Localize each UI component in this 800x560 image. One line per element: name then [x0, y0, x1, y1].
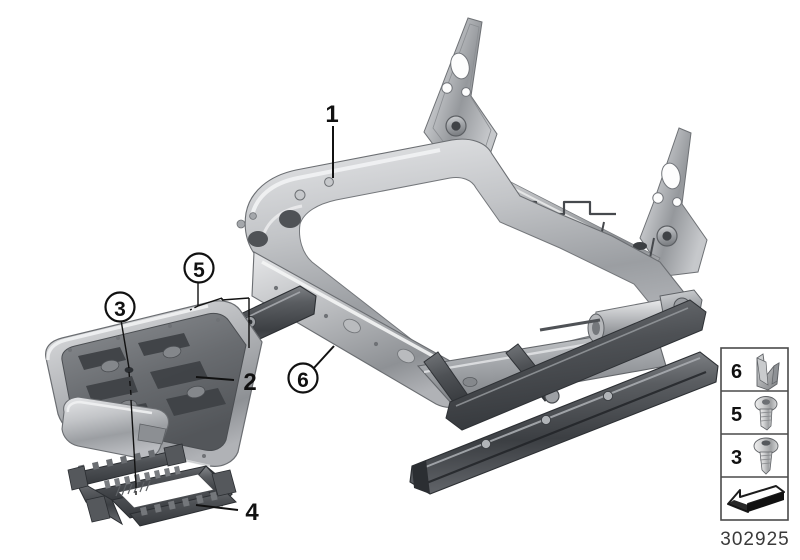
seat-mesh-frame: [67, 443, 237, 527]
callout-5-label: 5: [193, 259, 205, 282]
callout-1-label: 1: [325, 101, 338, 128]
backrest-bracket-left: [423, 17, 498, 171]
callout-2: 2: [243, 369, 256, 396]
callout-6: 6: [287, 362, 319, 394]
callout-6-label: 6: [297, 369, 309, 392]
lower-seat-rail-right: [409, 351, 719, 495]
callout-4-label: 4: [245, 499, 259, 526]
legend-row-screw-5: 5: [731, 396, 778, 431]
legend-row-direction: [727, 485, 785, 513]
callout-5: 5: [183, 252, 215, 284]
legend-label-5: 5: [731, 404, 742, 426]
legend-box: 6 5: [720, 347, 789, 521]
oval-head-screw-icon: [753, 437, 779, 475]
callout-3-label: 3: [114, 298, 126, 321]
callout-1: 1: [325, 101, 338, 128]
pan-head-screw-icon: [754, 396, 778, 431]
callout-2-label: 2: [243, 369, 256, 396]
legend-label-6: 6: [731, 361, 742, 383]
clip-bracket-icon: [756, 353, 780, 391]
callout-markers: 1 2 3 4 5 6: [104, 101, 339, 526]
legend-row-screw-3: 3: [731, 437, 779, 475]
callout-4: 4: [245, 499, 259, 526]
seat-pan-assembly: [45, 300, 263, 468]
direction-arrow-icon: [727, 485, 785, 513]
backrest-bracket-right: [639, 127, 708, 277]
seat-pan-front-lip: [61, 396, 170, 460]
legend-row-clip: 6: [731, 353, 780, 391]
part-number-label: 302925: [720, 529, 789, 550]
callout-3: 3: [104, 291, 136, 323]
legend-label-3: 3: [731, 447, 742, 469]
upper-seat-rail-right: [445, 299, 707, 431]
leader-lines: [120, 126, 335, 511]
seat-frame-assembly: [195, 17, 719, 495]
